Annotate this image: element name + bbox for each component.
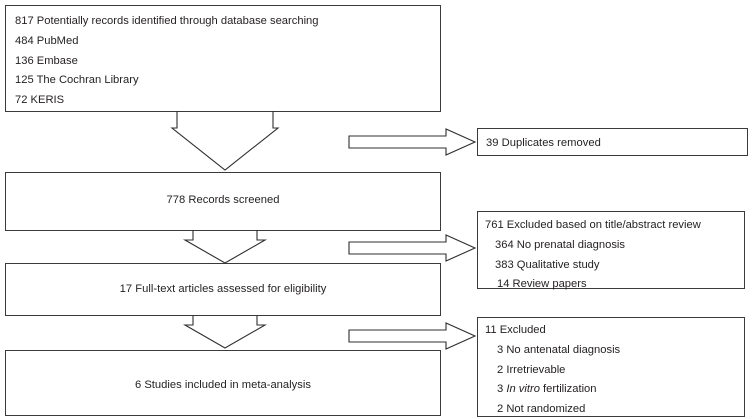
screening-excluded-reason-1: 383 Qualitative study [495, 258, 600, 271]
identification-line-3: 125 The Cochran Library [15, 74, 139, 87]
screening-excluded-box [477, 211, 745, 289]
full-text-eligibility-box [5, 263, 441, 316]
eligibility-excluded-text: 11 Excluded 3 No antenatal diagnosis 2 I… [485, 321, 620, 419]
eligibility-excluded-reason-0: 3 No antenatal diagnosis [497, 343, 621, 356]
right-arrow-to-duplicates [348, 128, 477, 156]
identification-box [5, 5, 441, 112]
identification-text: 817 Potentially records identified throu… [15, 12, 319, 111]
down-arrow-eligibility-to-included [182, 314, 268, 350]
right-arrow-to-eligibility-excluded [348, 322, 477, 350]
eligibility-excluded-reason-1: 2 Irretrievable [497, 363, 566, 376]
eligibility-excluded-box [477, 317, 745, 417]
identification-line-1: 484 PubMed [15, 34, 79, 47]
duplicates-removed-label: 39 Duplicates removed [486, 137, 601, 149]
duplicates-removed-box [477, 128, 748, 156]
screening-excluded-reason-0: 364 No prenatal diagnosis [495, 238, 625, 251]
eligibility-excluded-reason-3: 2 Not randomized [497, 403, 586, 416]
down-arrow-identification-to-screening [170, 110, 280, 173]
records-screened-label: 778 Records screened [166, 194, 280, 206]
eligibility-excluded-reason-2: 3 In vitro fertilization [497, 383, 597, 396]
right-arrow-to-screening-excluded [348, 234, 477, 262]
eligibility-excluded-header: 11 Excluded [485, 324, 546, 336]
studies-included-label: 6 Studies included in meta-analysis [134, 379, 312, 391]
screening-excluded-header: 761 Excluded based on title/abstract rev… [485, 219, 701, 231]
screening-excluded-reason-2: 14 Review papers [497, 278, 587, 291]
identification-line-2: 136 Embase [15, 54, 78, 67]
identification-line-4: 72 KERIS [15, 94, 65, 107]
screening-excluded-text: 761 Excluded based on title/abstract rev… [485, 216, 701, 295]
full-text-eligibility-label: 17 Full-text articles assessed for eligi… [119, 283, 327, 295]
records-screened-box [5, 172, 441, 231]
down-arrow-screening-to-eligibility [182, 229, 268, 265]
studies-included-box [5, 350, 441, 416]
identification-line-0: 817 Potentially records identified throu… [15, 15, 319, 27]
